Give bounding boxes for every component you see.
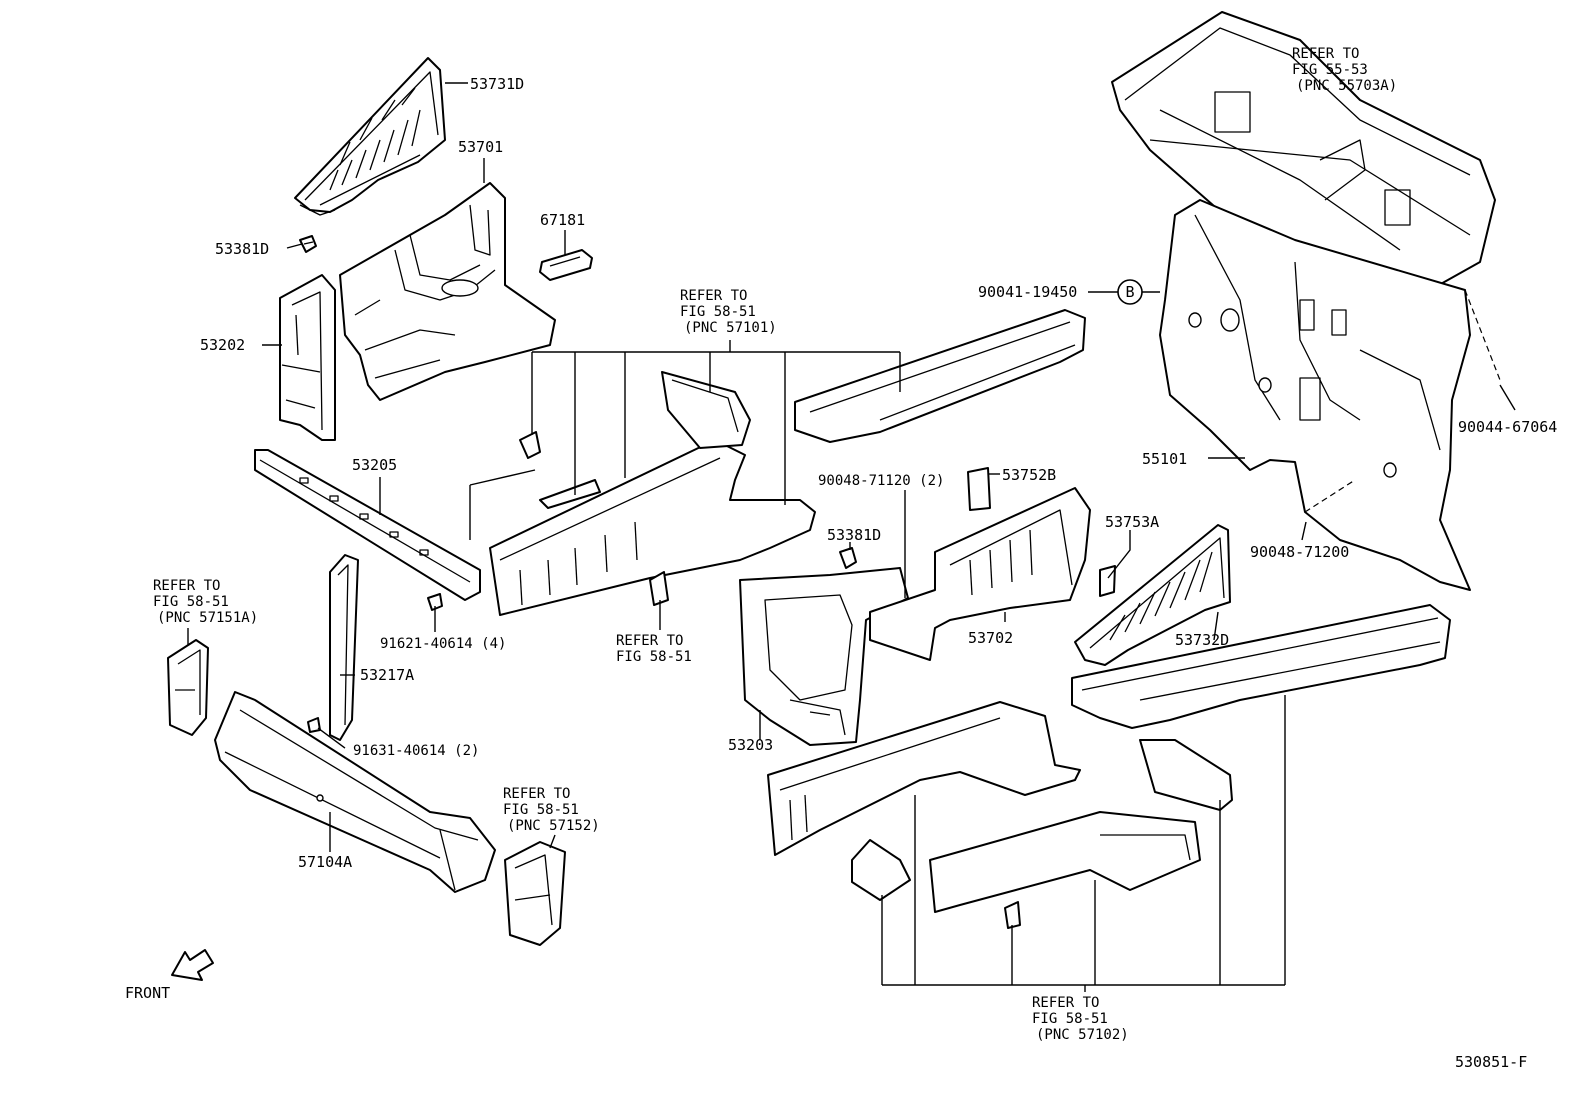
refer-note-57102: REFER TO FIG 58-51 (PNC 57102) — [1032, 995, 1129, 1043]
bolt-91631-drawing — [307, 717, 321, 733]
label-90048-71200: 90048-71200 — [1250, 543, 1349, 561]
part-rail-90041-drawing — [794, 309, 1086, 443]
refer-note-57152: REFER TO FIG 58-51 (PNC 57152) — [503, 786, 600, 834]
label-53701: 53701 — [458, 138, 503, 156]
refer-57102-line2: FIG 58-51 — [1032, 1011, 1108, 1027]
front-label: FRONT — [125, 984, 170, 1002]
refer-note-5851: REFER TO FIG 58-51 — [616, 633, 692, 665]
refer-57152-line3: (PNC 57152) — [507, 818, 600, 834]
refer-55703a-line2: FIG 55-53 — [1292, 62, 1368, 78]
label-53702: 53702 — [968, 629, 1013, 647]
part-53381d-bolt-left — [299, 235, 317, 253]
leader-lines — [187, 82, 1516, 992]
refer-57101-line2: FIG 58-51 — [680, 304, 756, 320]
refer-57152-line2: FIG 58-51 — [503, 802, 579, 818]
label-91621: 91621-40614 (4) — [380, 636, 506, 652]
part-side-member-57102-drawing — [767, 701, 1233, 929]
part-side-member-57101-drawing — [489, 371, 816, 616]
callout-b-circle — [1117, 279, 1143, 305]
refer-55703a-line3: (PNC 55703A) — [1296, 78, 1397, 94]
part-67181-drawing — [539, 249, 593, 281]
label-53203: 53203 — [728, 736, 773, 754]
part-53381d-bolt-center — [839, 547, 857, 569]
label-67181: 67181 — [540, 211, 585, 229]
refer-57101-line3: (PNC 57101) — [684, 320, 777, 336]
refer-57102-line3: (PNC 57102) — [1036, 1027, 1129, 1043]
figure-code: 530851-F — [1455, 1053, 1527, 1071]
refer-5851-line1: REFER TO — [616, 633, 683, 649]
front-arrow-icon — [171, 949, 214, 981]
part-53732d-drawing — [1074, 524, 1231, 666]
refer-57151a-line3: (PNC 57151A) — [157, 610, 258, 626]
part-53702-drawing — [869, 467, 1091, 661]
part-53203-drawing — [739, 567, 909, 746]
refer-55703a-line1: REFER TO — [1292, 46, 1359, 62]
part-53701-drawing — [339, 182, 556, 401]
label-90048-71120: 90048-71120 (2) — [818, 473, 944, 489]
part-cowl-55703a-drawing — [1111, 11, 1496, 316]
label-53381d-left: 53381D — [215, 240, 269, 258]
label-53752b: 53752B — [1002, 466, 1056, 484]
refer-note-57151a: REFER TO FIG 58-51 (PNC 57151A) — [153, 578, 258, 626]
refer-57151a-line2: FIG 58-51 — [153, 594, 229, 610]
label-55101: 55101 — [1142, 450, 1187, 468]
label-53732d: 53732D — [1175, 631, 1229, 649]
label-90044: 90044-67064 — [1458, 418, 1557, 436]
part-53731d-drawing — [294, 57, 446, 216]
label-53381d-center: 53381D — [827, 526, 881, 544]
part-53205-drawing — [254, 449, 481, 601]
part-bracket-57151a-drawing — [167, 639, 209, 736]
refer-57152-line1: REFER TO — [503, 786, 570, 802]
label-53731d: 53731D — [470, 75, 524, 93]
label-91631: 91631-40614 (2) — [353, 743, 479, 759]
callout-b-text: B — [1125, 283, 1134, 301]
refer-57151a-line1: REFER TO — [153, 578, 220, 594]
label-90041: 90041-19450 — [978, 283, 1077, 301]
part-55101-drawing — [1159, 199, 1471, 591]
refer-note-57101: REFER TO FIG 58-51 (PNC 57101) — [680, 288, 777, 336]
label-53217a: 53217A — [360, 666, 414, 684]
refer-57102-line1: REFER TO — [1032, 995, 1099, 1011]
refer-note-55703a: REFER TO FIG 55-53 (PNC 55703A) — [1292, 46, 1397, 94]
part-57104a-drawing — [214, 691, 496, 893]
label-57104a: 57104A — [298, 853, 352, 871]
refer-57101-line1: REFER TO — [680, 288, 747, 304]
part-lower-rail-drawing — [1071, 604, 1451, 729]
part-bracket-57152-drawing — [504, 841, 566, 946]
bolt-91621-drawing — [427, 593, 443, 611]
part-53753a-drawing — [1099, 565, 1116, 597]
part-53202-drawing — [279, 274, 336, 441]
label-53205: 53205 — [352, 456, 397, 474]
label-53753a: 53753A — [1105, 513, 1159, 531]
label-53202: 53202 — [200, 336, 245, 354]
part-53217a-drawing — [329, 554, 359, 741]
refer-5851-line2: FIG 58-51 — [616, 649, 692, 665]
